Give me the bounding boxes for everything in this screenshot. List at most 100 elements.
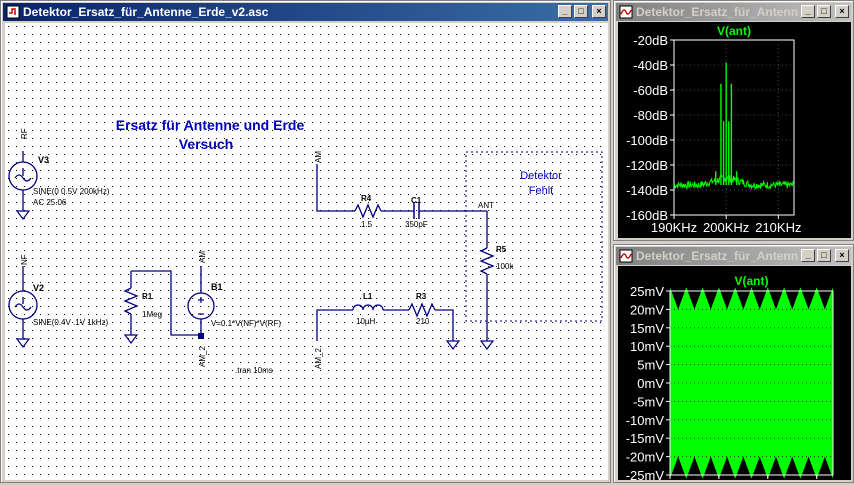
v2-value1: SINE(0.4V .1V 1kHz)	[33, 318, 108, 327]
tran-chart[interactable]: 25mV 20mV 15mV 10mV 5mV 0mV -5mV -10mV -15mV -20m…	[618, 266, 851, 485]
fft-maximize-button[interactable]: □	[817, 5, 831, 18]
am2-net-label: AM_2	[314, 348, 323, 369]
v3-name: V3	[38, 155, 49, 165]
r4-name: R4	[361, 194, 372, 203]
tran-titlebar[interactable]: Detektor_Ersatz_für_Antenn _ □ ×	[616, 247, 851, 265]
c1-name: C1	[411, 196, 422, 205]
fft-ytick-label: -20dB	[633, 33, 668, 48]
schematic-app-icon	[6, 5, 20, 19]
waveform-app-icon	[619, 5, 633, 19]
tran-plot-frame	[669, 290, 834, 476]
tran-ytick-label: -5mV	[633, 394, 664, 409]
r3-resistor[interactable]	[408, 302, 436, 318]
v3-value1: SINE(0 0.5V 200kHz)	[33, 187, 110, 196]
spice-directive: .tran 10ms	[235, 366, 273, 375]
wire-r1-b1	[131, 270, 201, 336]
tran-close-button[interactable]: ×	[835, 249, 849, 262]
wire-r3-gnd	[435, 309, 454, 341]
v3-source[interactable]	[8, 151, 38, 220]
tran-ytick-label: 15mV	[630, 321, 664, 336]
v3-net-label: RF	[20, 128, 29, 139]
minimize-button[interactable]: _	[558, 5, 572, 18]
b1-net-top: AM	[198, 251, 207, 263]
detector-label-line2: Fehlt	[529, 185, 553, 197]
tran-minimize-button[interactable]: _	[801, 249, 815, 262]
tran-ytick-label: 0mV	[637, 376, 664, 391]
fft-xtick-label: 190KHz	[651, 220, 697, 235]
fft-xtick-label: 210KHz	[755, 220, 801, 235]
tran-ytick-label: 10mV	[630, 339, 664, 354]
r1-name: R1	[142, 292, 153, 301]
fft-ytick-label: -60dB	[633, 83, 668, 98]
tran-plot-area[interactable]: 25mV 20mV 15mV 10mV 5mV 0mV -5mV -10mV -15mV -20m…	[618, 266, 851, 485]
v2-name: V2	[33, 283, 44, 293]
b1-name: B1	[211, 282, 223, 292]
fft-ytick-label: -80dB	[633, 108, 668, 123]
schematic-titlebar[interactable]: Detektor_Ersatz_für_Antenne_Erde_v2.asc …	[3, 3, 608, 21]
wire-am-r4	[316, 164, 355, 212]
c1-value: 350pF	[405, 220, 428, 229]
fft-xtick-label: 200KHz	[703, 220, 749, 235]
r5-value: 100k	[496, 262, 514, 271]
fft-title: Detektor_Ersatz_für_Antenn	[636, 5, 799, 19]
fft-close-button[interactable]: ×	[835, 5, 849, 18]
detector-label-line1: Detektor	[520, 170, 562, 182]
r5-resistor[interactable]	[479, 211, 495, 350]
tran-ytick-label: -25mV	[626, 468, 665, 480]
l1-inductor[interactable]	[352, 304, 384, 311]
fft-trace-noise	[673, 174, 795, 191]
tran-ytick-label: -10mV	[626, 413, 665, 428]
tran-ytick-label: 5mV	[637, 358, 664, 373]
tran-ytick-label: 25mV	[630, 284, 664, 299]
tran-maximize-button[interactable]: □	[817, 249, 831, 262]
r3-name: R3	[416, 292, 427, 301]
r5-name: R5	[496, 245, 507, 254]
r1-value: 1Meg	[142, 310, 162, 319]
r1-resistor[interactable]	[123, 271, 139, 344]
fft-ytick-label: -40dB	[633, 58, 668, 73]
v3-value2: AC 25.06	[33, 198, 67, 207]
v2-source[interactable]	[8, 266, 38, 348]
schematic-canvas[interactable]: Ersatz für Antenne und Erde Versuch V3 S…	[5, 23, 608, 480]
tran-trace-label: V(ant)	[735, 274, 769, 288]
detector-box	[465, 151, 603, 322]
tran-ytick-label: -15mV	[626, 431, 665, 446]
wire-am2-l1	[316, 309, 353, 341]
fft-ytick-label: -100dB	[626, 133, 668, 148]
b1-net-bottom: AM_2	[198, 346, 207, 367]
grid-dots	[5, 23, 608, 480]
fft-plot-window[interactable]: Detektor_Ersatz_für_Antenn _ □ × -20dB -4…	[613, 0, 854, 241]
b1-value: V=0.1*V(NF)*V(RF)	[211, 319, 281, 328]
l1-value: 10µH	[356, 317, 376, 326]
ground-symbol	[445, 340, 461, 350]
fft-plot-frame	[673, 39, 795, 216]
heading-line1: Ersatz für Antenne und Erde	[116, 117, 305, 133]
r4-resistor[interactable]	[354, 203, 382, 219]
tran-title: Detektor_Ersatz_für_Antenn	[636, 249, 799, 263]
ant-net-label: ANT	[478, 201, 494, 210]
r4-value: 1.5	[361, 220, 373, 229]
l1-name: L1	[363, 292, 373, 301]
fft-ytick-label: -160dB	[626, 208, 668, 223]
tran-ytick-label: 20mV	[630, 302, 664, 317]
b1-source[interactable]	[187, 266, 215, 339]
close-button[interactable]: ×	[592, 5, 606, 18]
schematic-window[interactable]: Detektor_Ersatz_für_Antenne_Erde_v2.asc …	[0, 0, 611, 483]
tran-plot-window[interactable]: Detektor_Ersatz_für_Antenn _ □ × 25mV 20m…	[613, 244, 854, 485]
fft-minimize-button[interactable]: _	[801, 5, 815, 18]
fft-chart[interactable]: -20dB -40dB -60dB -80dB -100dB -120dB -140dB -1…	[618, 22, 851, 238]
am-net-label: AM	[314, 151, 323, 163]
fft-trace-label: V(ant)	[717, 24, 751, 38]
fft-ytick-label: -120dB	[626, 158, 668, 173]
tran-trace	[670, 287, 833, 479]
tran-ytick-label: -20mV	[626, 450, 665, 465]
fft-titlebar[interactable]: Detektor_Ersatz_für_Antenn _ □ ×	[616, 3, 851, 21]
heading-line2: Versuch	[179, 136, 233, 152]
schematic-title: Detektor_Ersatz_für_Antenne_Erde_v2.asc	[23, 5, 269, 19]
v2-net-label: NF	[20, 254, 29, 265]
waveform-app-icon	[619, 249, 633, 263]
fft-ytick-label: -140dB	[626, 183, 668, 198]
maximize-button[interactable]: □	[574, 5, 588, 18]
fft-plot-area[interactable]: -20dB -40dB -60dB -80dB -100dB -120dB -140dB -1…	[618, 22, 851, 238]
r3-value: 210	[416, 317, 430, 326]
